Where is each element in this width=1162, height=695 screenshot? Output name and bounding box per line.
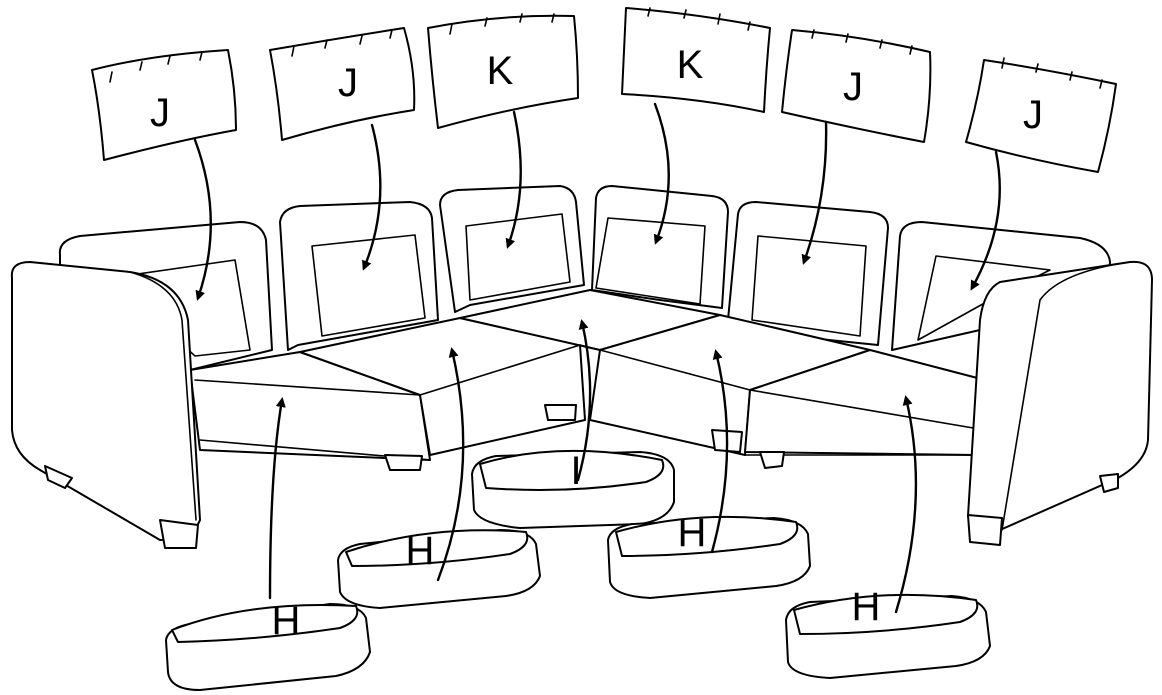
- label-cushion-1: H: [272, 599, 301, 643]
- left-arm: [12, 262, 200, 540]
- label-pillow-6: J: [1023, 93, 1043, 137]
- label-cushion-4: H: [678, 511, 707, 555]
- label-pillow-5: J: [843, 65, 863, 109]
- label-cushion-5: H: [852, 585, 881, 629]
- label-pillow-3: K: [487, 49, 514, 93]
- label-pillow-4: K: [677, 43, 704, 87]
- back-pillows: [92, 8, 1116, 172]
- right-arm: [968, 262, 1152, 532]
- label-cushion-2: H: [406, 529, 435, 573]
- backrest-4: [592, 186, 728, 308]
- label-cushion-3: I: [570, 449, 581, 493]
- label-pillow-1: J: [150, 91, 170, 135]
- label-pillow-2: J: [338, 61, 358, 105]
